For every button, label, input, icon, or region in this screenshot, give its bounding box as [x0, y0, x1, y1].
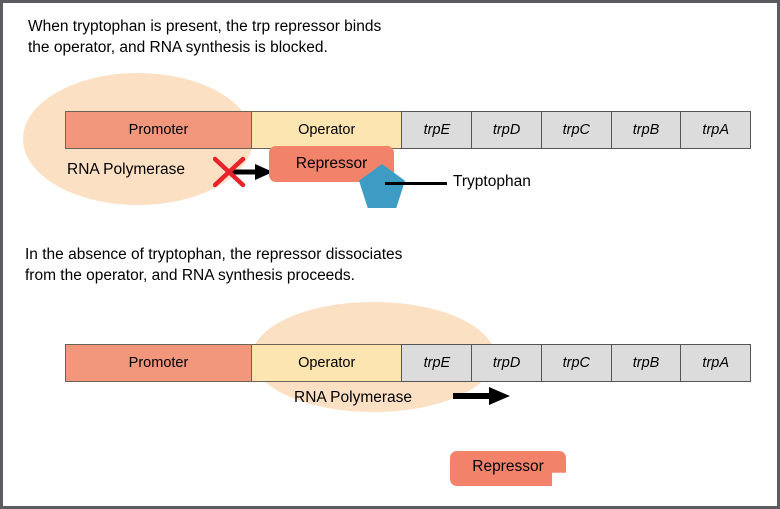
segment-gene-trpe: trpE: [401, 344, 473, 382]
operon-strip-one: Promoter Operator trpE trpD trpC trpB tr…: [65, 111, 752, 149]
repressor-bound-label: Repressor: [295, 155, 368, 172]
segment-gene-trpd: trpD: [471, 111, 543, 149]
segment-gene-trpa: trpA: [680, 344, 752, 382]
repressor-dissociated-label: Repressor: [472, 457, 544, 475]
tryptophan-leader-line: [385, 182, 447, 185]
segment-promoter: Promoter: [65, 344, 252, 382]
panel-two-caption: In the absence of tryptophan, the repres…: [25, 246, 403, 284]
segment-gene-trpb: trpB: [610, 111, 682, 149]
segment-gene-trpc: trpC: [540, 344, 612, 382]
right-arrow-icon: [229, 164, 273, 180]
rna-polymerase-label-blocked: RNA Polymerase: [67, 161, 186, 178]
red-x-icon: [213, 156, 246, 188]
segment-gene-trpb: trpB: [610, 344, 682, 382]
operon-strip-two: Promoter Operator trpE trpD trpC trpB tr…: [65, 344, 752, 382]
segment-gene-trpe: trpE: [401, 111, 473, 149]
rna-polymerase-label-active: RNA Polymerase: [294, 389, 413, 406]
segment-operator: Operator: [250, 111, 403, 149]
blocked-transcription-group: [213, 156, 273, 188]
panel-one-caption: When tryptophan is present, the trp repr…: [28, 18, 382, 56]
segment-gene-trpd: trpD: [471, 344, 543, 382]
segment-gene-trpa: trpA: [680, 111, 752, 149]
tryptophan-label: Tryptophan: [453, 173, 531, 190]
right-arrow-icon: [453, 387, 510, 405]
repressor-dissociated: Repressor: [450, 451, 566, 486]
segment-operator: Operator: [250, 344, 403, 382]
segment-promoter: Promoter: [65, 111, 252, 149]
segment-gene-trpc: trpC: [540, 111, 612, 149]
